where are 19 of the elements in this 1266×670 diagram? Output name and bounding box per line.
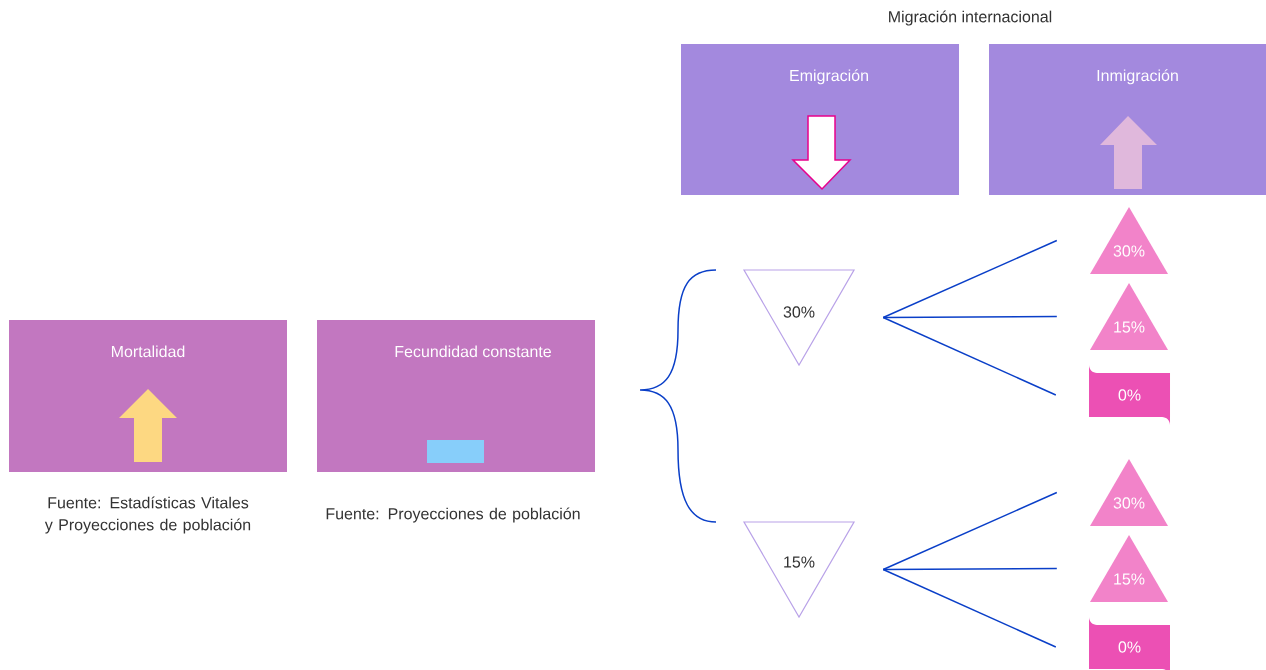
scenario-triangle: 30% xyxy=(1090,459,1168,526)
branch-line xyxy=(882,491,1058,571)
scenario-triangle: 30% xyxy=(1090,207,1168,274)
branch-line xyxy=(882,239,1058,319)
source-note: Fuente: Proyecciones de población xyxy=(326,507,580,523)
category-box: Emigración xyxy=(681,44,959,195)
scenario-tag: 0% xyxy=(1089,617,1170,670)
scenario-tag: 0% xyxy=(1089,365,1170,425)
category-box: Inmigración xyxy=(989,44,1266,195)
source-note: Fuente: Estadísticas Vitales y Proyecciones de población xyxy=(44,496,251,534)
branch-line xyxy=(882,567,1058,571)
category-box: Mortalidad xyxy=(9,320,287,472)
category-box: Fecundidad constante xyxy=(317,320,595,472)
branch-line xyxy=(882,315,1058,319)
branch-line xyxy=(882,316,1057,396)
branch-line xyxy=(882,568,1057,648)
scenario-triangle: 15% xyxy=(1090,283,1168,350)
scenario-triangle: 15% xyxy=(1090,535,1168,602)
group-heading: Migración internacional xyxy=(889,10,1052,26)
